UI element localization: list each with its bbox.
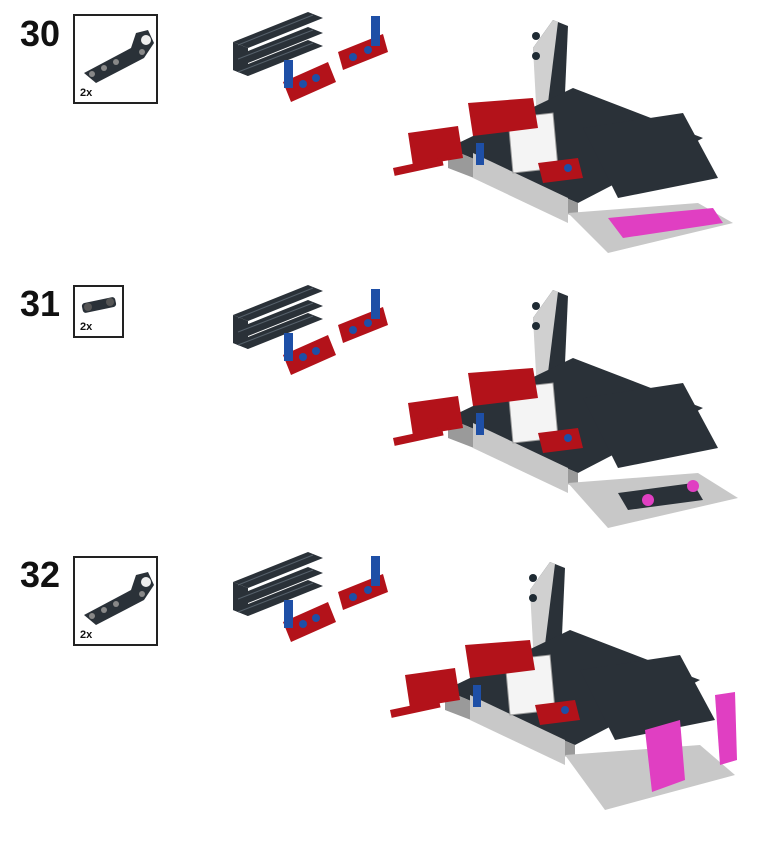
step-number: 32 bbox=[20, 554, 61, 595]
sub-assembly-illustration bbox=[233, 552, 388, 642]
step-30: 30 2x bbox=[0, 0, 768, 270]
step-number: 30 bbox=[20, 13, 61, 54]
parts-callout: 2x bbox=[73, 285, 124, 338]
step-number: 31 bbox=[20, 283, 61, 324]
sub-assembly-illustration bbox=[233, 285, 388, 375]
part-quantity: 2x bbox=[80, 87, 93, 99]
parts-callout: 2x bbox=[73, 556, 158, 646]
liftarm-bent-dark-icon bbox=[84, 30, 154, 83]
step-31: 31 2x bbox=[0, 270, 768, 540]
sub-assembly-illustration bbox=[233, 12, 388, 102]
step-32: 32 2x bbox=[0, 540, 768, 853]
parts-callout: 2x bbox=[73, 14, 158, 104]
main-model-illustration bbox=[393, 290, 738, 528]
axle-pin-connector-icon bbox=[81, 297, 117, 313]
main-model-illustration bbox=[393, 20, 733, 253]
liftarm-bent-dark-icon bbox=[84, 572, 154, 625]
part-quantity: 2x bbox=[80, 629, 93, 641]
part-quantity: 2x bbox=[80, 321, 93, 333]
main-model-illustration bbox=[390, 562, 737, 810]
